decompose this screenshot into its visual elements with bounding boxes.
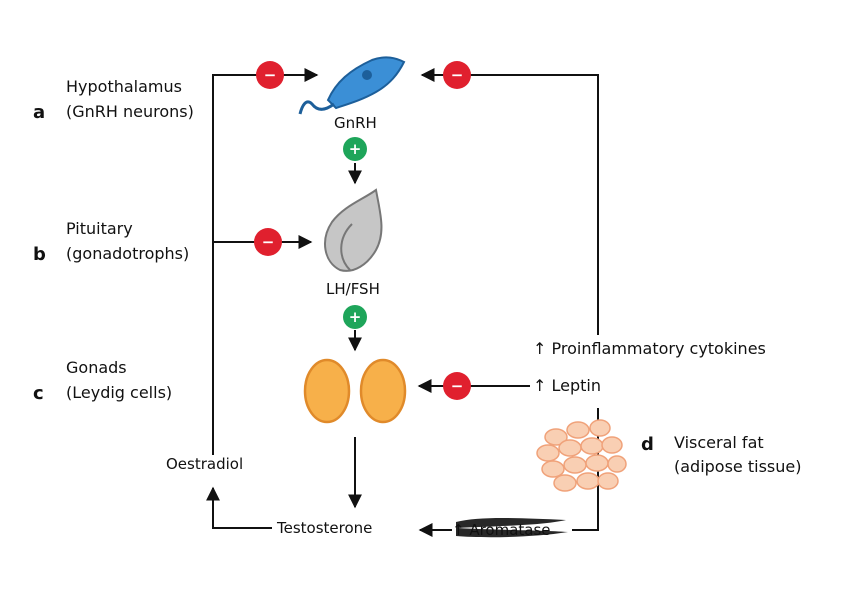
testosterone-to-oestradiol-line xyxy=(206,486,272,529)
stimulate-badge-lhfsh: + xyxy=(343,305,367,329)
label-letter-b: b xyxy=(33,244,46,265)
gnrh-neuron-icon xyxy=(298,56,406,115)
label-lhfsh: LH/FSH xyxy=(326,280,380,298)
label-oestradiol: Oestradiol xyxy=(166,455,243,473)
inhibit-badge-hypothalamus: − xyxy=(256,61,284,89)
inhibit-badge-leptin: − xyxy=(443,372,471,400)
label-gonads-sub: (Leydig cells) xyxy=(66,383,172,402)
left-gonad-icon xyxy=(303,358,351,424)
label-letter-d: d xyxy=(641,434,654,455)
label-cytokines: ↑ Proinflammatory cytokines xyxy=(533,339,766,358)
label-gonads: Gonads xyxy=(66,358,127,377)
label-leptin: ↑ Leptin xyxy=(533,376,601,395)
label-visceral-fat-sub: (adipose tissue) xyxy=(674,457,801,476)
right-gonad-icon xyxy=(359,358,407,424)
svg-text:+: + xyxy=(349,140,362,158)
label-pituitary-sub: (gonadotrophs) xyxy=(66,244,189,263)
label-hypothalamus-sub: (GnRH neurons) xyxy=(66,102,194,121)
svg-text:−: − xyxy=(264,66,277,84)
svg-text:−: − xyxy=(451,66,464,84)
inhibit-badge-pituitary: − xyxy=(254,228,282,256)
svg-text:+: + xyxy=(349,308,362,326)
pituitary-gland-icon xyxy=(324,188,383,272)
svg-text:−: − xyxy=(262,233,275,251)
label-visceral-fat: Visceral fat xyxy=(674,433,764,452)
label-hypothalamus: Hypothalamus xyxy=(66,77,182,96)
label-letter-c: c xyxy=(33,383,44,404)
aromatase-scribble xyxy=(456,518,568,538)
label-gnrh: GnRH xyxy=(334,114,377,132)
stimulate-badge-gnrh: + xyxy=(343,137,367,161)
cytokine-feedback-line xyxy=(420,68,599,335)
label-letter-a: a xyxy=(33,102,45,123)
label-testosterone: Testosterone xyxy=(276,519,372,537)
svg-text:−: − xyxy=(451,377,464,395)
label-pituitary: Pituitary xyxy=(66,219,133,238)
visceral-fat-icon xyxy=(536,419,627,492)
inhibit-badge-cytokines: − xyxy=(443,61,471,89)
